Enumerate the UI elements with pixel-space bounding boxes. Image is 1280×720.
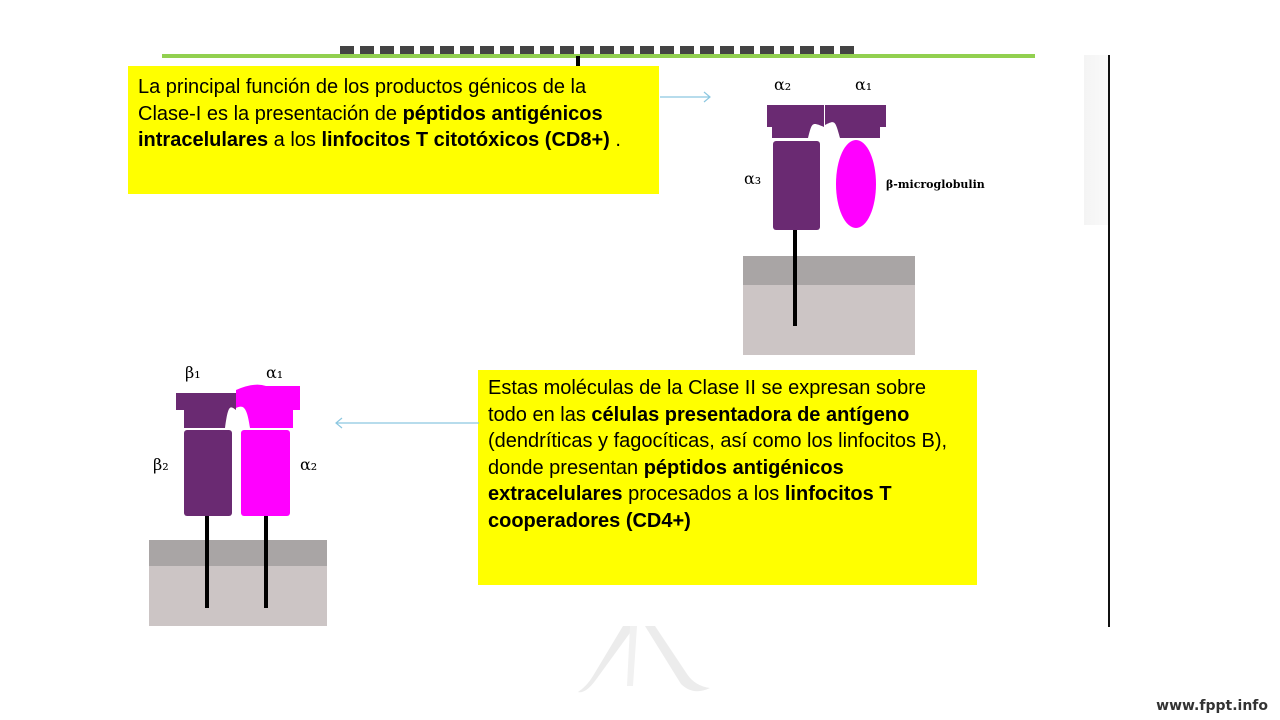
label-alpha1: α₁ [855,75,872,94]
class1-text-box: La principal función de los productos gé… [128,66,659,194]
class2-text-1: Estas moléculas de la Clase II se expres… [488,377,926,426]
class2-text-2: (dendríticas y fagocíticas, así como los… [488,430,948,479]
alpha1-domain [236,384,300,428]
class1-bold-2: linfocitos T citotóxicos (CD8+) [321,129,610,151]
arrow-to-class2 [335,417,479,429]
class2-text-3: procesados a los [622,483,785,505]
label-beta2: β₂ [153,455,169,474]
class2-text-box: Estas moléculas de la Clase II se expres… [478,370,977,585]
alpha1-domain [825,105,886,138]
label-alpha3: α₃ [744,169,761,188]
title-underline [162,54,1035,58]
title-stem-mark [576,56,580,70]
alpha2-domain [241,430,290,516]
class2-bold-3: linfocitos T cooperadores (CD4+) [488,483,892,532]
label-alpha2: α₂ [774,75,791,94]
class2-bold-2: péptidos antigénicos extracelulares [488,456,844,506]
label-alpha2: α₂ [300,455,317,474]
arrow-to-class1 [660,91,711,103]
beta1-domain [176,393,236,428]
watermark-logo [578,626,710,693]
class2-mhc-diagram: β₁ α₁ β₂ α₂ [149,363,327,626]
slide-title-clipped [340,40,860,56]
class2-bold-1: células presentadora de antígeno [591,403,910,426]
label-alpha1: α₁ [266,363,283,382]
alpha3-domain [773,141,820,230]
right-edge-rule [1108,55,1110,627]
label-beta1: β₁ [185,363,201,382]
class1-text-3: . [609,129,621,151]
cell-membrane [743,285,915,355]
cell-membrane [149,566,327,626]
class1-mhc-diagram: α₂ α₁ α₃ β-microglobulin [743,75,985,355]
beta2-microglobulin [836,140,876,228]
footer-url: www.fppt.info [1156,698,1268,714]
alpha2-domain [767,105,824,138]
label-beta-microglobulin: β-microglobulin [886,178,985,191]
class1-text-1: La principal función de los productos gé… [138,76,587,125]
beta2-domain [184,430,232,516]
class1-bold-1: péptidos antigénicos intracelulares [138,102,603,152]
class1-text-2: a los [268,129,322,151]
right-edge-panel [1084,55,1110,225]
